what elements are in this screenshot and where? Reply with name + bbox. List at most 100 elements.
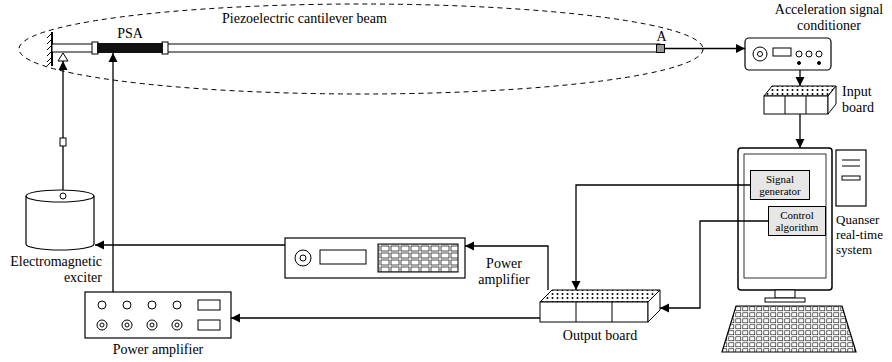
input-board-device (764, 86, 836, 114)
label-holder: Output board (540, 328, 660, 344)
exciter-cylinder (60, 193, 66, 199)
connector-group (63, 49, 800, 319)
label-holder: Signal generator (754, 173, 806, 197)
power-amplifier-device (320, 250, 366, 264)
signal-arrow (95, 244, 285, 245)
device-label: Power amplifier (85, 342, 231, 358)
power-amplifier-device (123, 301, 131, 309)
device-label: A (649, 29, 674, 45)
cantilever-beam (52, 42, 660, 61)
exciter-cylinder (26, 196, 94, 250)
output-board-device (576, 302, 577, 322)
power-amplifier-device (285, 238, 465, 278)
device-label: Power amplifier (470, 256, 538, 288)
output-board: Output board (540, 290, 660, 322)
power-amplifier-device (97, 320, 107, 330)
signal-arrow (665, 48, 745, 49)
signal-conditioner-device (806, 51, 812, 57)
input-board-device (806, 96, 807, 114)
computer-illustration (842, 176, 860, 180)
device-label: Acceleration signal conditioner (772, 2, 886, 34)
exciter-cylinder (26, 190, 94, 250)
signal-conditioner-device (796, 51, 802, 57)
power-amplifier-device (198, 300, 220, 310)
clamped-wall (47, 32, 52, 66)
software-block: Control algorithm (768, 206, 826, 236)
clamped-wall (47, 33, 52, 66)
power-amplifier-device (175, 323, 179, 327)
signal-conditioner-device (816, 51, 822, 57)
signal-arrow (799, 70, 800, 86)
device-label: PSA (97, 26, 163, 42)
computer-illustration (765, 298, 805, 302)
computer-illustration (738, 148, 832, 290)
device-label: Control algorithm (772, 209, 822, 233)
power-amplifier-device (100, 323, 104, 327)
signal-arrow (231, 317, 540, 318)
computer-illustration (744, 154, 826, 278)
signal-conditioner-device (758, 52, 763, 57)
output-board-device (612, 302, 613, 322)
label-holder: Electromagnetic exciter (2, 254, 102, 286)
output-board-device (648, 290, 660, 322)
power-amplifier-device (98, 301, 106, 309)
computer-illustration (842, 160, 860, 161)
output-board-device (540, 302, 648, 322)
device-label: Quanser real-time system (836, 212, 888, 257)
power-amplifier-device (150, 323, 154, 327)
signal-conditioner: Acceleration signal conditioner (745, 38, 831, 70)
power-amplifier: Power amplifier (85, 292, 231, 338)
label-holder: A (649, 29, 674, 45)
power-amplifier-device (198, 320, 220, 330)
power-amplifier-device (125, 323, 129, 327)
label-holder: Piezoelectric cantilever beam (222, 11, 387, 27)
device-label: Electromagnetic exciter (2, 254, 102, 286)
label-holder: Input board (842, 84, 886, 116)
signal-arrow (465, 246, 548, 290)
power-amplifier: Power amplifier (285, 238, 465, 278)
output-board-device (540, 290, 660, 302)
computer-illustration (842, 166, 860, 167)
power-amplifier-device (85, 292, 231, 338)
exciter-rod-coupler (60, 138, 66, 146)
power-amplifier-device (173, 301, 181, 309)
accelerometer: A (656, 44, 665, 53)
label-holder: Power amplifier (85, 342, 231, 358)
signal-arrow (576, 185, 750, 290)
power-amplifier-device (378, 244, 458, 272)
electromagnetic-exciter: Electromagnetic exciter (26, 190, 95, 250)
computer-illustration (836, 150, 866, 206)
input-board-device (828, 86, 836, 114)
software-block: Signal generator (750, 170, 810, 200)
power-amplifier-device (147, 320, 157, 330)
input-board: Input board (764, 86, 836, 114)
signal-conditioner-device (745, 38, 831, 70)
cantilever-beam (58, 53, 68, 61)
signal-conditioner-device (773, 48, 791, 56)
signal-arrow (62, 61, 63, 190)
label-holder: Quanser real-time system (836, 212, 888, 257)
computer-system: Signal generatorControl algorithmQuanser… (738, 148, 832, 290)
signal-arrow (112, 53, 113, 292)
label-holder: Acceleration signal conditioner (772, 2, 886, 34)
dashed-ellipse (19, 4, 703, 94)
input-board-device (764, 86, 836, 96)
power-amplifier-device (295, 250, 311, 266)
cantilever-beam (52, 44, 660, 52)
power-amplifier-device (285, 238, 465, 278)
label-holder: Control algorithm (772, 209, 822, 233)
output-board-device (540, 290, 660, 322)
power-amplifier-device (122, 320, 132, 330)
input-board-device (764, 96, 828, 114)
power-amplifier-device (300, 255, 306, 261)
device-label: Signal generator (754, 173, 806, 197)
input-board-device (785, 96, 786, 114)
beam-region: PSA A Piezoelectric cantilever beam (18, 3, 704, 95)
exciter-cylinder (26, 190, 94, 202)
power-amplifier-device (85, 292, 231, 338)
signal-conditioner-device (745, 38, 831, 70)
computer-illustration (775, 290, 795, 298)
label-holder: Power amplifier (470, 256, 538, 288)
